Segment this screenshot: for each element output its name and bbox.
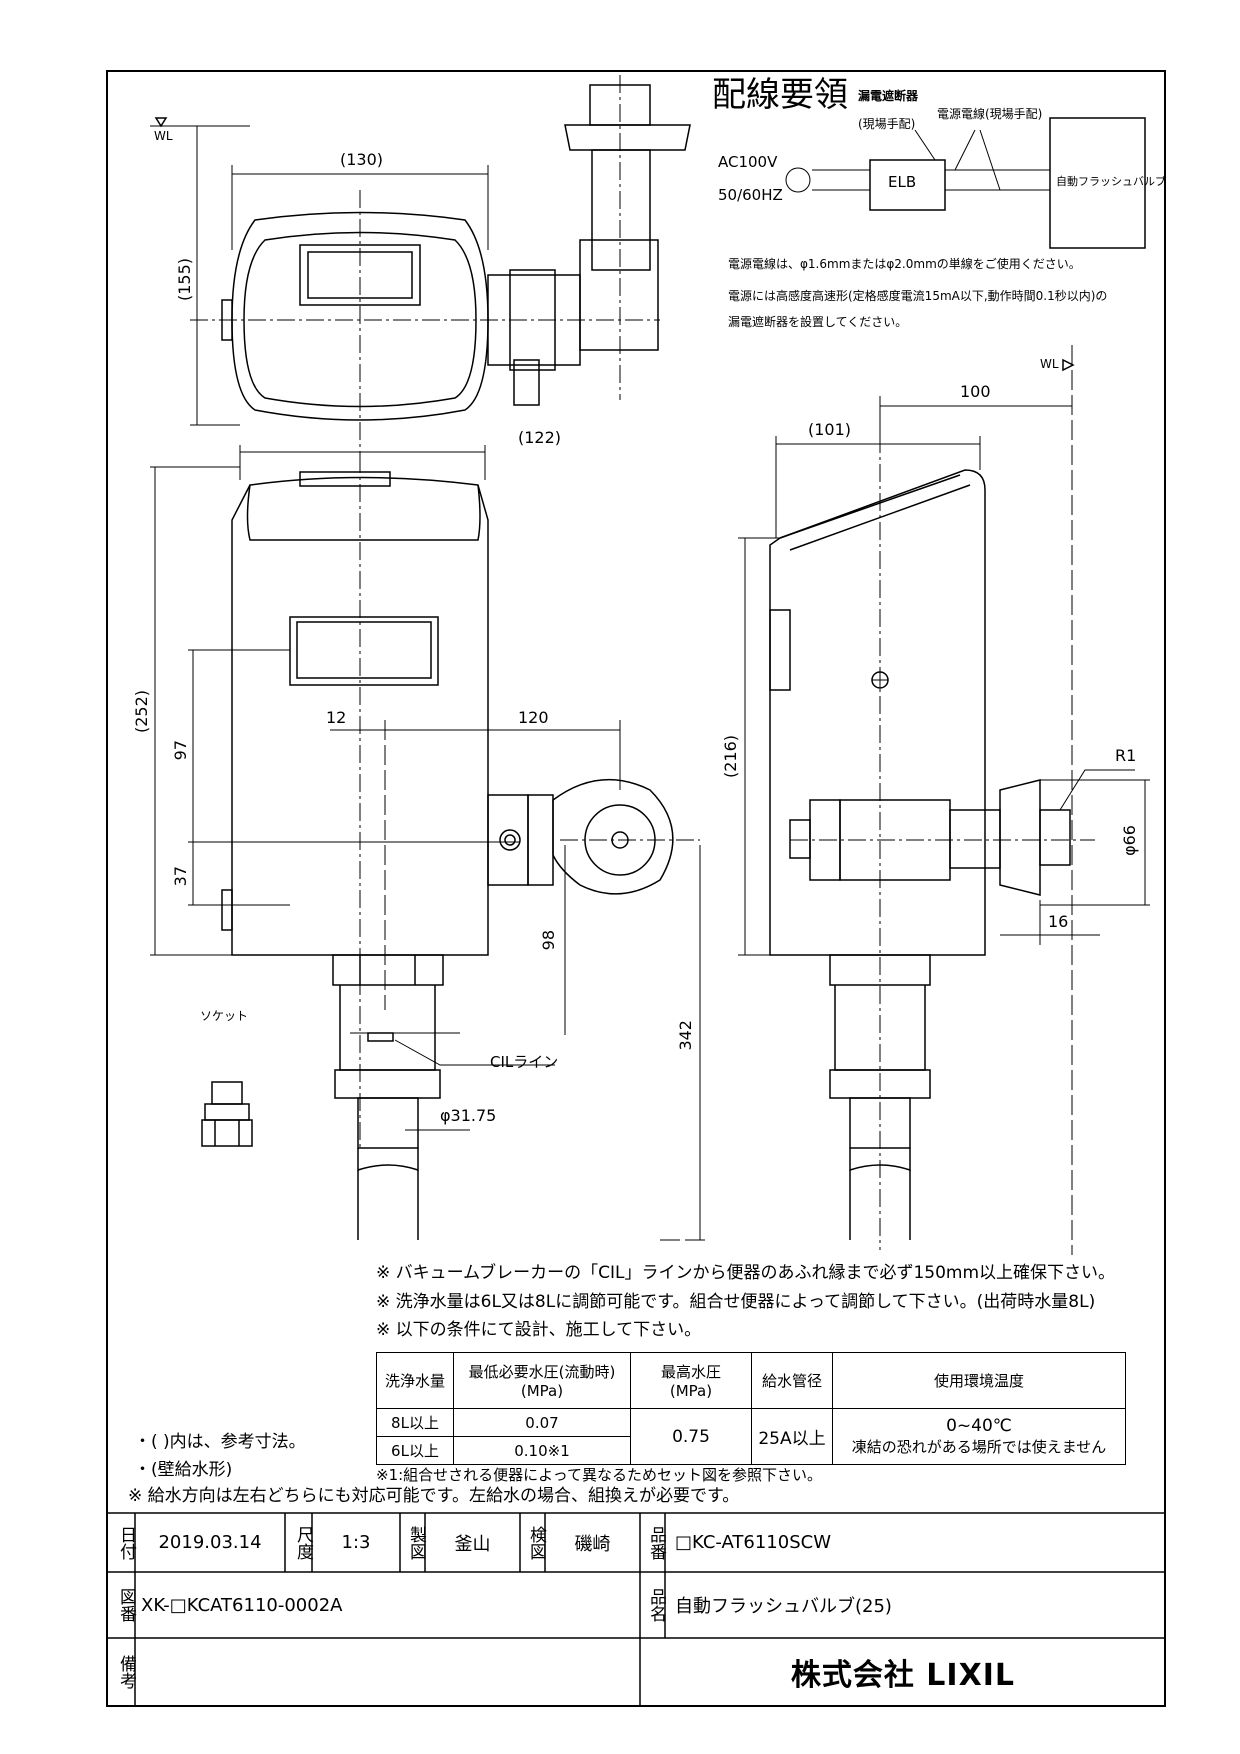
wiring-diagram	[785, 117, 1146, 249]
side-view	[738, 345, 1150, 1255]
dim-16: 16	[1048, 912, 1069, 931]
socket-label: ソケット	[200, 1009, 249, 1023]
wiring-note-1: 電源電線は、φ1.6mmまたはφ2.0mmの単線をご使用ください。	[728, 257, 1081, 271]
dim-101: (101)	[808, 420, 852, 439]
drawn-value-cell: 釜山	[454, 1533, 491, 1555]
part-no-label-cell: 品番	[646, 1525, 666, 1560]
date-label-cell: 日付	[116, 1525, 136, 1560]
wiring-title: 配線要領	[712, 75, 848, 115]
row2-volume: 6L以上	[376, 1436, 454, 1465]
note-wall-supply: ・(壁給水形)	[134, 1460, 233, 1480]
drawing-frame	[106, 70, 1166, 1707]
cil-line-label: CILライン	[490, 1053, 559, 1071]
scale-value-cell: 1:3	[341, 1532, 371, 1553]
header-pipe-size: 給水管径	[751, 1352, 833, 1409]
dim-342: 342	[676, 1020, 695, 1051]
breaker-sub-label: (現場手配)	[858, 117, 916, 131]
header-min-pressure: 最低必要水圧(流動時) (MPa)	[453, 1352, 631, 1409]
note-conditions: ※ 以下の条件にて設計、施工して下さい。	[376, 1320, 702, 1340]
header-flush-volume: 洗浄水量	[376, 1352, 454, 1409]
drawing-no-label-cell: 図番	[116, 1588, 136, 1622]
dim-120: 120	[518, 708, 549, 727]
dim-97: 97	[171, 740, 190, 761]
dim-252: (252)	[132, 690, 151, 734]
header-temperature: 使用環境温度	[832, 1352, 1126, 1409]
name-label-cell: 品名	[646, 1588, 666, 1622]
pipe-size-value: 25A以上	[751, 1408, 833, 1465]
row1-volume: 8L以上	[376, 1408, 454, 1437]
dim-122: (122)	[518, 428, 562, 447]
dim-37: 37	[171, 866, 190, 887]
note-flush-volume: ※ 洗浄水量は6L又は8Lに調節可能です。組合せ便器によって調節して下さい。(出…	[376, 1292, 1096, 1312]
socket-drawing	[201, 1081, 253, 1147]
remarks-label-cell: 備考	[116, 1655, 136, 1689]
wiring-note-2: 電源には高感度高速形(定格感度電流15mA以下,動作時間0.1秒以内)の	[728, 289, 1108, 303]
company-logo: 株式会社 LIXIL	[790, 1658, 1015, 1693]
drawing-no-value-cell: XK-□KCAT6110-0002A	[141, 1594, 343, 1616]
part-no-value-cell: □KC-AT6110SCW	[675, 1532, 832, 1553]
scale-label-cell: 尺度	[293, 1525, 313, 1560]
temperature-value: 0~40℃ 凍結の恐れがある場所では使えません	[832, 1408, 1126, 1465]
cable-label: 電源電線(現場手配)	[937, 107, 1043, 121]
max-pressure-value: 0.75	[630, 1408, 752, 1465]
row2-min-pressure: 0.10※1	[453, 1436, 631, 1465]
dim-12: 12	[326, 708, 347, 727]
wl-right-label: WL	[1040, 357, 1059, 371]
dim-155: (155)	[175, 258, 194, 302]
title-block-lines	[106, 1512, 1166, 1707]
front-view	[150, 445, 710, 1241]
company-cell: 株式会社 LIXIL	[640, 1638, 1165, 1706]
conditions-table: 洗浄水量 最低必要水圧(流動時) (MPa) 最高水圧 (MPa) 給水管径 使…	[376, 1352, 1126, 1465]
dim-phi-66: φ66	[1120, 825, 1139, 856]
checked-label-cell: 検図	[526, 1525, 546, 1560]
checked-value-cell: 磯崎	[574, 1533, 611, 1555]
breaker-label: 漏電遮断器	[858, 89, 919, 103]
date-value-cell: 2019.03.14	[158, 1532, 262, 1553]
freq-label: 50/60HZ	[718, 186, 783, 204]
dim-130: (130)	[340, 150, 384, 169]
note-table-footnote: ※1:組合せされる便器によって異なるためセット図を参照下さい。	[376, 1466, 822, 1484]
device-label: 自動フラッシュバルブ	[1056, 175, 1166, 188]
drawn-label-cell: 製図	[406, 1525, 426, 1560]
top-view	[150, 75, 691, 460]
dim-r1: R1	[1115, 746, 1137, 765]
wiring-note-3: 漏電遮断器を設置してください。	[728, 315, 908, 329]
row1-min-pressure: 0.07	[453, 1408, 631, 1437]
wl-top-label: WL	[154, 129, 173, 143]
note-cil: ※ バキュームブレーカーの「CIL」ラインから便器のあふれ縁まで必ず150mm以…	[376, 1263, 1116, 1283]
elb-label: ELB	[888, 173, 917, 191]
header-max-pressure: 最高水圧 (MPa)	[630, 1352, 752, 1409]
dim-100: 100	[960, 382, 991, 401]
dim-98: 98	[539, 930, 558, 951]
name-value-cell: 自動フラッシュバルブ(25)	[675, 1596, 892, 1617]
note-supply-direction: ※ 給水方向は左右どちらにも対応可能です。左給水の場合、組換えが必要です。	[128, 1486, 740, 1506]
note-reference-dims: ・( )内は、参考寸法。	[134, 1432, 306, 1452]
power-label: AC100V	[718, 153, 778, 171]
dim-216: (216)	[721, 735, 740, 779]
dim-phi-31-75: φ31.75	[440, 1106, 497, 1125]
